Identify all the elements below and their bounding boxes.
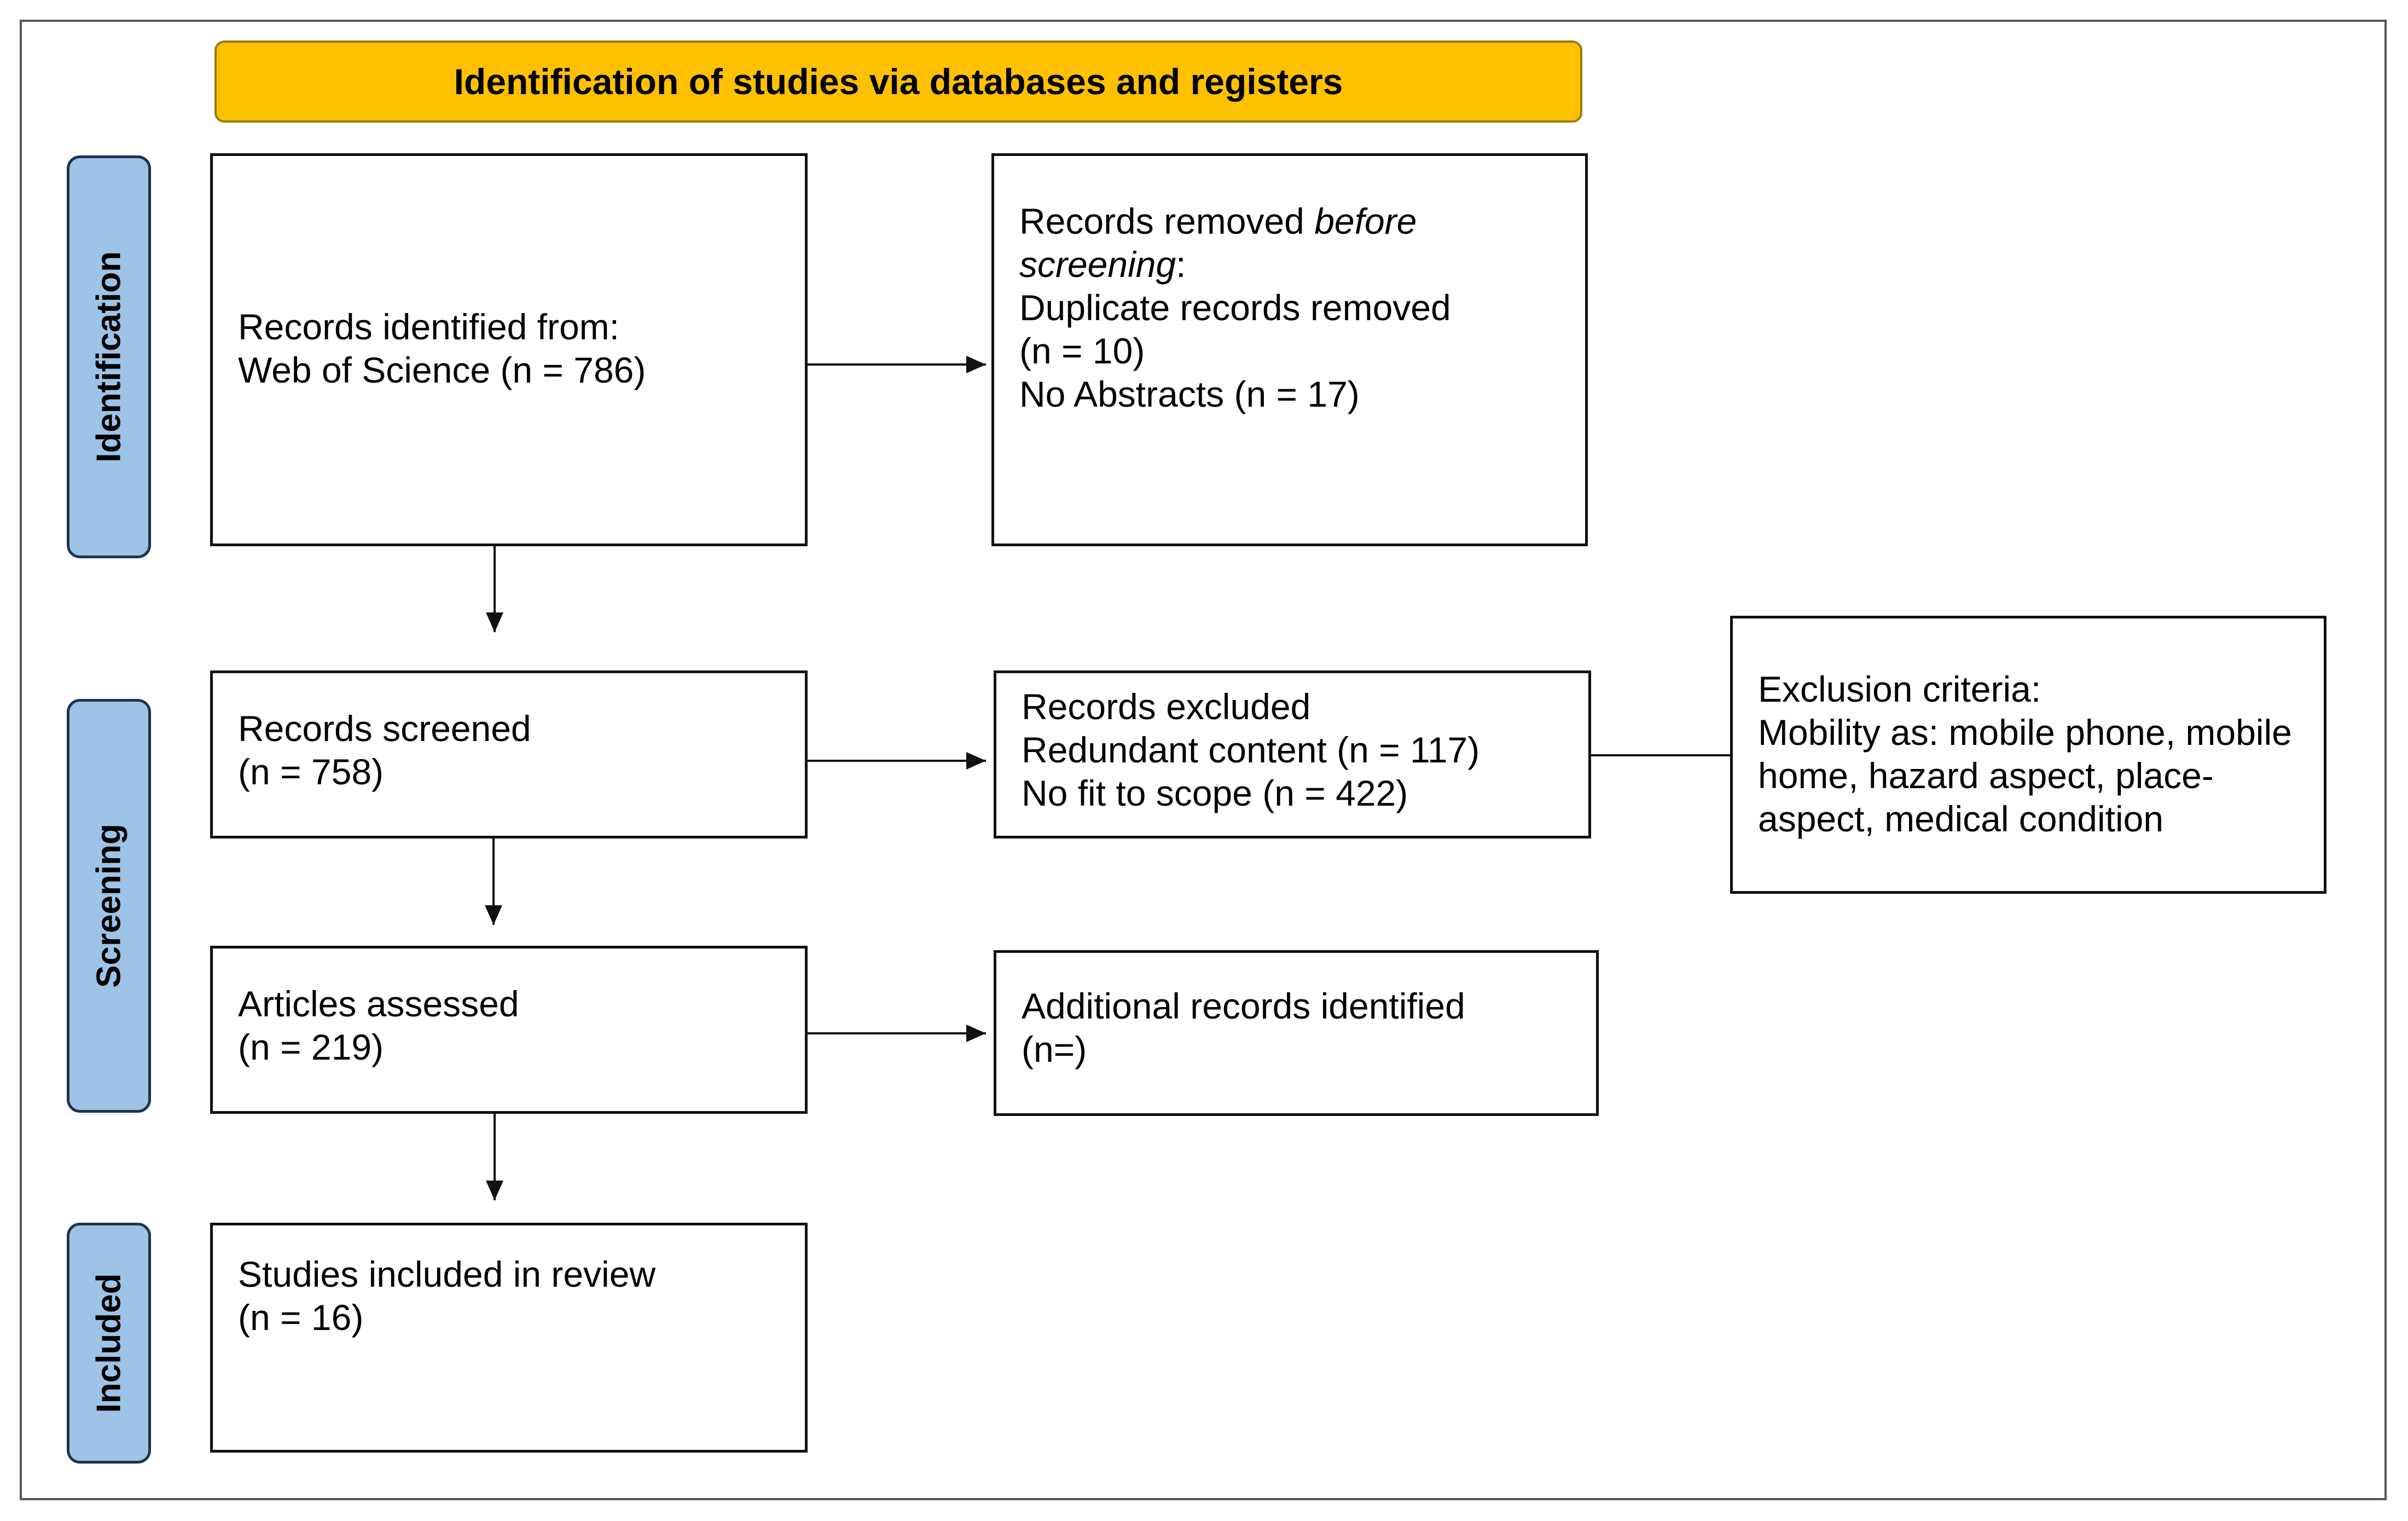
exclusion-criteria-line3: home, hazard aspect, place- [1758,755,2214,796]
stage-included: Included [67,1223,151,1464]
records-screened-line2: (n = 758) [238,751,384,792]
studies-included-line1: Studies included in review [238,1254,656,1294]
identification-banner: Identification of studies via databases … [214,41,1582,123]
stage-identification: Identification [67,155,151,558]
records-screened-box: Records screened (n = 758) [210,670,808,838]
records-screened-line1: Records screened [238,708,531,749]
diagram-frame [20,20,2387,1500]
records-removed-line1: Records removed before [1019,201,1417,241]
banner-title: Identification of studies via databases … [454,61,1343,102]
records-removed-box: Records removed before screening: Duplic… [991,153,1588,546]
exclusion-criteria-line2: Mobility as: mobile phone, mobile [1758,712,2292,753]
articles-assessed-line2: (n = 219) [238,1027,384,1067]
studies-included-box: Studies included in review (n = 16) [210,1223,808,1453]
stage-screening: Screening [67,699,151,1113]
records-identified-line2: Web of Science (n = 786) [238,350,646,390]
records-removed-line2: screening: [1019,244,1186,285]
records-excluded-box: Records excluded Redundant content (n = … [994,670,1591,838]
records-removed-line5: No Abstracts (n = 17) [1019,374,1360,414]
records-identified-box: Records identified from: Web of Science … [210,153,808,546]
records-excluded-line1: Records excluded [1022,686,1311,727]
additional-records-box: Additional records identified (n=) [994,950,1599,1116]
articles-assessed-box: Articles assessed (n = 219) [210,946,808,1114]
records-excluded-line3: No fit to scope (n = 422) [1022,773,1408,813]
exclusion-criteria-line1: Exclusion criteria: [1758,669,2041,709]
records-removed-line4: (n = 10) [1019,331,1145,371]
records-excluded-line2: Redundant content (n = 117) [1022,730,1480,770]
exclusion-criteria-line4: aspect, medical condition [1758,799,2164,839]
records-removed-line3: Duplicate records removed [1019,287,1451,328]
additional-records-line1: Additional records identified [1022,986,1465,1026]
studies-included-line2: (n = 16) [238,1297,364,1338]
records-identified-line1: Records identified from: [238,306,619,347]
exclusion-criteria-box: Exclusion criteria: Mobility as: mobile … [1730,616,2326,894]
additional-records-line2: (n=) [1022,1029,1087,1069]
articles-assessed-line1: Articles assessed [238,984,519,1024]
